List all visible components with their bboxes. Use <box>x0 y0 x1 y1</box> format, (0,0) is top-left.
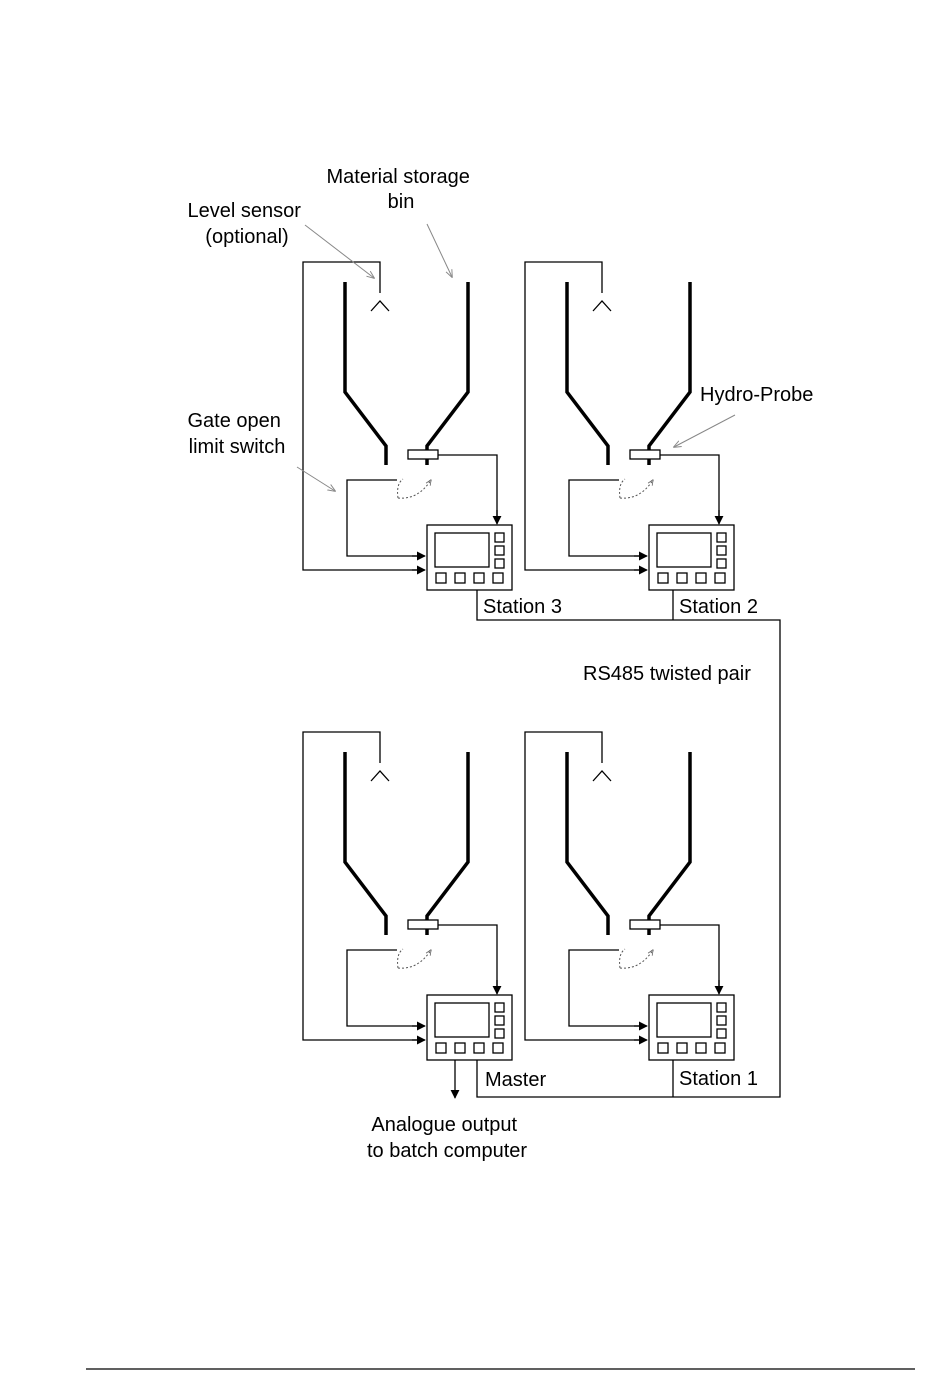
controller-bottom-key <box>493 1043 503 1053</box>
station-3-unit <box>303 262 512 590</box>
controller-bottom-key <box>658 573 668 583</box>
controller-bottom-key <box>696 573 706 583</box>
controller-bottom-key <box>436 1043 446 1053</box>
controller-side-key <box>495 546 504 555</box>
station-3-label: Station 3 <box>483 596 562 618</box>
controller-side-key <box>495 1029 504 1038</box>
analogue-output-label: Analogue output to batch computer <box>367 1114 527 1162</box>
rs485-label: RS485 twisted pair <box>583 663 751 685</box>
gate-switch-wire <box>347 480 424 556</box>
controller-display <box>657 533 711 567</box>
controller-side-key <box>495 533 504 542</box>
gate-switch-wire <box>569 950 646 1026</box>
controller-bottom-key <box>696 1043 706 1053</box>
controller-side-key <box>495 1003 504 1012</box>
controller-side-key <box>717 546 726 555</box>
bin-left-wall <box>345 752 386 935</box>
gate-swing-icon <box>620 480 653 498</box>
hydro-probe-sensor <box>630 450 660 459</box>
controller-bottom-key <box>493 573 503 583</box>
station-2-unit <box>525 262 734 590</box>
material-bin-pointer <box>427 224 452 277</box>
probe-signal-wire <box>660 925 719 993</box>
controller-bottom-key <box>658 1043 668 1053</box>
bin-right-wall <box>649 282 690 465</box>
level-sensor-label: Level sensor (optional) <box>188 200 307 248</box>
bin-left-wall <box>345 282 386 465</box>
controller-bottom-key <box>455 573 465 583</box>
hydro-probe-sensor <box>408 450 438 459</box>
controller-side-key <box>717 1003 726 1012</box>
gate-switch-wire <box>569 480 646 556</box>
master-unit <box>303 732 512 1060</box>
hydro-probe-label: Hydro-Probe <box>700 384 813 406</box>
controller-side-key <box>717 559 726 568</box>
controller-side-key <box>495 1016 504 1025</box>
probe-signal-wire <box>438 455 497 523</box>
gate-swing-icon <box>620 950 653 968</box>
probe-signal-wire <box>660 455 719 523</box>
level-sensor-icon <box>371 301 389 311</box>
bin-right-wall <box>427 282 468 465</box>
controller-display <box>657 1003 711 1037</box>
controller-bottom-key <box>715 573 725 583</box>
gate-swing-icon <box>398 480 431 498</box>
station-1-label: Station 1 <box>679 1068 758 1090</box>
station-2-label: Station 2 <box>679 596 758 618</box>
controller-bottom-key <box>474 573 484 583</box>
hydro-probe-sensor <box>630 920 660 929</box>
level-sensor-icon <box>593 301 611 311</box>
controller-display <box>435 533 489 567</box>
hydro-probe-pointer <box>674 415 735 447</box>
level-sensor-icon <box>371 771 389 781</box>
controller-side-key <box>495 559 504 568</box>
bin-right-wall <box>649 752 690 935</box>
controller-side-key <box>717 1029 726 1038</box>
controller-bottom-key <box>677 1043 687 1053</box>
controller-bottom-key <box>715 1043 725 1053</box>
controller-bottom-key <box>474 1043 484 1053</box>
material-bin-label: Material storage bin <box>327 166 476 213</box>
controller-side-key <box>717 533 726 542</box>
station-1-unit <box>525 732 734 1060</box>
master-label: Master <box>485 1069 546 1091</box>
controller-bottom-key <box>677 573 687 583</box>
hydro-probe-sensor <box>408 920 438 929</box>
controller-bottom-key <box>455 1043 465 1053</box>
gate-switch-wire <box>347 950 424 1026</box>
level-sensor-icon <box>593 771 611 781</box>
controller-side-key <box>717 1016 726 1025</box>
gate-swing-icon <box>398 950 431 968</box>
controller-display <box>435 1003 489 1037</box>
bin-right-wall <box>427 752 468 935</box>
controller-bottom-key <box>436 573 446 583</box>
bin-left-wall <box>567 752 608 935</box>
probe-signal-wire <box>438 925 497 993</box>
bin-left-wall <box>567 282 608 465</box>
level-sensor-pointer <box>305 225 374 278</box>
gate-switch-label: Gate open limit switch <box>188 410 287 458</box>
